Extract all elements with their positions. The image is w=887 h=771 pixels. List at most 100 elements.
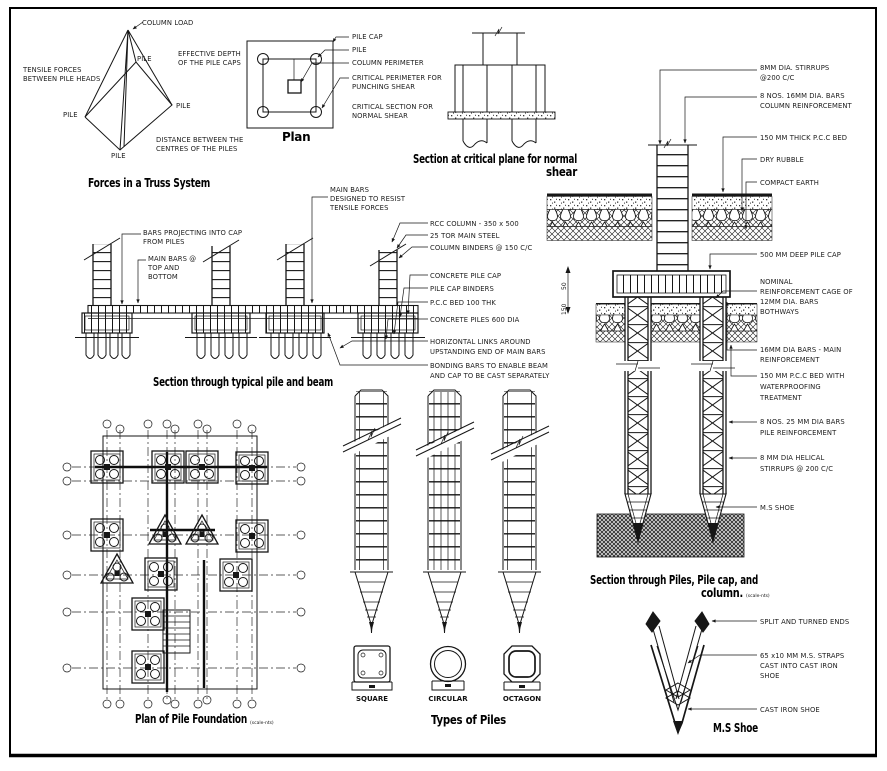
pile-elevation-circular: [415, 389, 475, 634]
split-ends-label: SPLIT AND TURNED ENDS: [760, 618, 849, 626]
bearing-stratum: [596, 513, 745, 558]
critical-perimeter-label: CRITICAL PERIMETER FOR: [352, 74, 442, 82]
designed-bars-label: MAIN BARS: [330, 186, 369, 194]
square-label: SQUARE: [356, 695, 388, 703]
straps-label3: SHOE: [760, 672, 779, 680]
dim-150: 150: [561, 303, 568, 315]
stirrups-label2: @200 C/C: [760, 74, 795, 82]
critical-plane-section: Section at critical plane for normal she…: [413, 26, 578, 179]
pile-elevation-square: [342, 389, 402, 634]
column-bars-label2: COLUMN REINFORCEMENT: [760, 102, 853, 110]
critical-section-label2: NORMAL SHEAR: [352, 112, 408, 120]
main-bars-label3: BOTTOM: [148, 273, 178, 281]
pile-cap-plan: EFFECTIVE DEPTH OF THE PILE CAPS PILE CA…: [178, 33, 442, 144]
truss-tensile-label2: BETWEEN PILE HEADS: [23, 75, 100, 83]
critical-section-title2: shear: [546, 165, 577, 179]
cage-label: NOMINAL: [760, 278, 793, 286]
octagon-label: OCTAGON: [503, 695, 541, 703]
octagon-section-icon: [503, 645, 541, 691]
pile-cap-label: PILE CAP: [352, 33, 383, 41]
effective-depth-label: EFFECTIVE DEPTH: [178, 50, 241, 58]
cap-depth-dimension: 50 150: [561, 266, 571, 315]
truss-pile-label: PILE: [137, 55, 152, 63]
pile-section-title: Section through Piles, Pile cap, and: [590, 573, 758, 587]
helical-stirrups-label2: STIRRUPS @ 200 C/C: [760, 465, 833, 473]
pile-section-title2: column.: [701, 586, 743, 600]
main-bars-label: MAIN BARS @: [148, 255, 196, 263]
stirrups-label: 8MM DIA. STIRRUPS: [760, 64, 829, 72]
truss-diagram: COLUMN LOAD TENSILE FORCES BETWEEN PILE …: [22, 19, 243, 190]
waterproofing-label: 150 MM P.C.C BED WITH: [760, 372, 844, 380]
beam-column: [83, 237, 121, 306]
foundation-plan-title: Plan of Pile Foundation: [135, 712, 247, 726]
truss-pile-label: PILE: [111, 152, 126, 160]
horizontal-links-label2: UPSTANDING END OF MAIN BARS: [430, 348, 546, 356]
foundation-plan-title-suffix: (scale-nts): [250, 720, 274, 726]
cast-iron-shoe-label: CAST IRON SHOE: [760, 706, 820, 714]
turned-end: [694, 611, 710, 633]
truss-distance-label2: CENTRES OF THE PILES: [156, 145, 237, 153]
beam-column: [276, 237, 314, 306]
pcc-bed-label: P.C.C BED 100 THK: [430, 299, 496, 307]
bonding-bars-label: BONDING BARS TO ENABLE BEAM: [430, 362, 548, 370]
critical-section-label: CRITICAL SECTION FOR: [352, 103, 433, 111]
truss-pile-label: PILE: [176, 102, 191, 110]
main-reinforcement-label: 16MM DIA BARS - MAIN: [760, 346, 841, 354]
waterproofing-label3: TREATMENT: [759, 394, 802, 402]
bars-projecting-label: BARS PROJECTING INTO CAP: [143, 229, 242, 237]
pcc-bed-thick-label: 150 MM THICK P.C.C BED: [760, 134, 847, 142]
cage-label4: BOTHWAYS: [760, 308, 799, 316]
stairs: [162, 609, 191, 654]
beam-column: [202, 239, 240, 306]
sheet-border: [9, 7, 877, 757]
truss-title: Forces in a Truss System: [88, 176, 210, 190]
pile-bars-label2: PILE REINFORCEMENT: [760, 429, 837, 437]
pile-cap-binders-label: PILE CAP BINDERS: [430, 285, 494, 293]
pile-types: SQUARE CIRCULAR OCTAGON Types of Piles: [342, 389, 550, 727]
pile-cap-group: [75, 312, 139, 359]
turned-end: [645, 611, 661, 633]
column-bars-label: 8 NOS. 16MM DIA. BARS: [760, 92, 845, 100]
pcc-bed-band: [595, 303, 758, 343]
cage-label3: 12MM DIA. BARS: [760, 298, 818, 306]
straps-label2: CAST INTO CAST IRON: [760, 662, 838, 670]
dry-rubble-label: DRY RUBBLE: [760, 156, 804, 164]
pile-cap-group: [259, 312, 331, 359]
waterproofing-label2: WATERPROOFING: [760, 383, 821, 391]
plan-title: Plan: [282, 130, 310, 144]
bonding-bars-label2: AND CAP TO BE CAST SEPARATELY: [430, 372, 550, 380]
tor-steel-label: 25 TOR MAIN STEEL: [430, 232, 500, 240]
building-outline: [102, 435, 258, 690]
main-bars-label2: TOP AND: [147, 264, 179, 272]
designed-bars-label2: DESIGNED TO RESIST: [330, 195, 406, 203]
ms-shoe-label: M.S SHOE: [760, 504, 794, 512]
truss-pile-label: PILE: [63, 111, 78, 119]
circular-section-icon: [429, 645, 467, 691]
ground-strip: [546, 193, 653, 241]
dim-50: 50: [561, 282, 568, 290]
pile-bars-label: 8 NOS. 25 MM DIA BARS: [760, 418, 845, 426]
beam-section-title: Section through typical pile and beam: [153, 375, 333, 389]
concrete-pile-cap-label: CONCRETE PILE CAP: [430, 272, 501, 280]
column-perimeter-label: COLUMN PERIMETER: [352, 59, 424, 67]
plan-triangle-caps: [99, 513, 220, 584]
pile-cap-group: [185, 312, 257, 359]
horizontal-links-label: HORIZONTAL LINKS AROUND: [430, 338, 531, 346]
main-reinforcement-label2: REINFORCEMENT: [760, 356, 820, 364]
pile-label: PILE: [352, 46, 367, 54]
critical-section-title: Section at critical plane for normal: [413, 152, 577, 166]
beam-column: [369, 243, 407, 306]
circular-label: CIRCULAR: [428, 695, 468, 703]
bars-projecting-label2: FROM PILES: [143, 238, 185, 246]
deep-pile-cap-label: 500 MM DEEP PILE CAP: [760, 251, 841, 259]
grid-lines: [62, 419, 306, 709]
compact-earth-label: COMPACT EARTH: [760, 179, 819, 187]
plan-pile-caps: [90, 450, 269, 684]
helical-stirrups-label: 8 MM DIA HELICAL: [760, 454, 825, 462]
square-section-icon: [351, 645, 393, 691]
rcc-column-label: RCC COLUMN - 350 x 500: [430, 220, 519, 228]
straps-label: 65 x10 MM M.S. STRAPS: [760, 652, 844, 660]
pile-elevation-octagon: [490, 389, 550, 634]
